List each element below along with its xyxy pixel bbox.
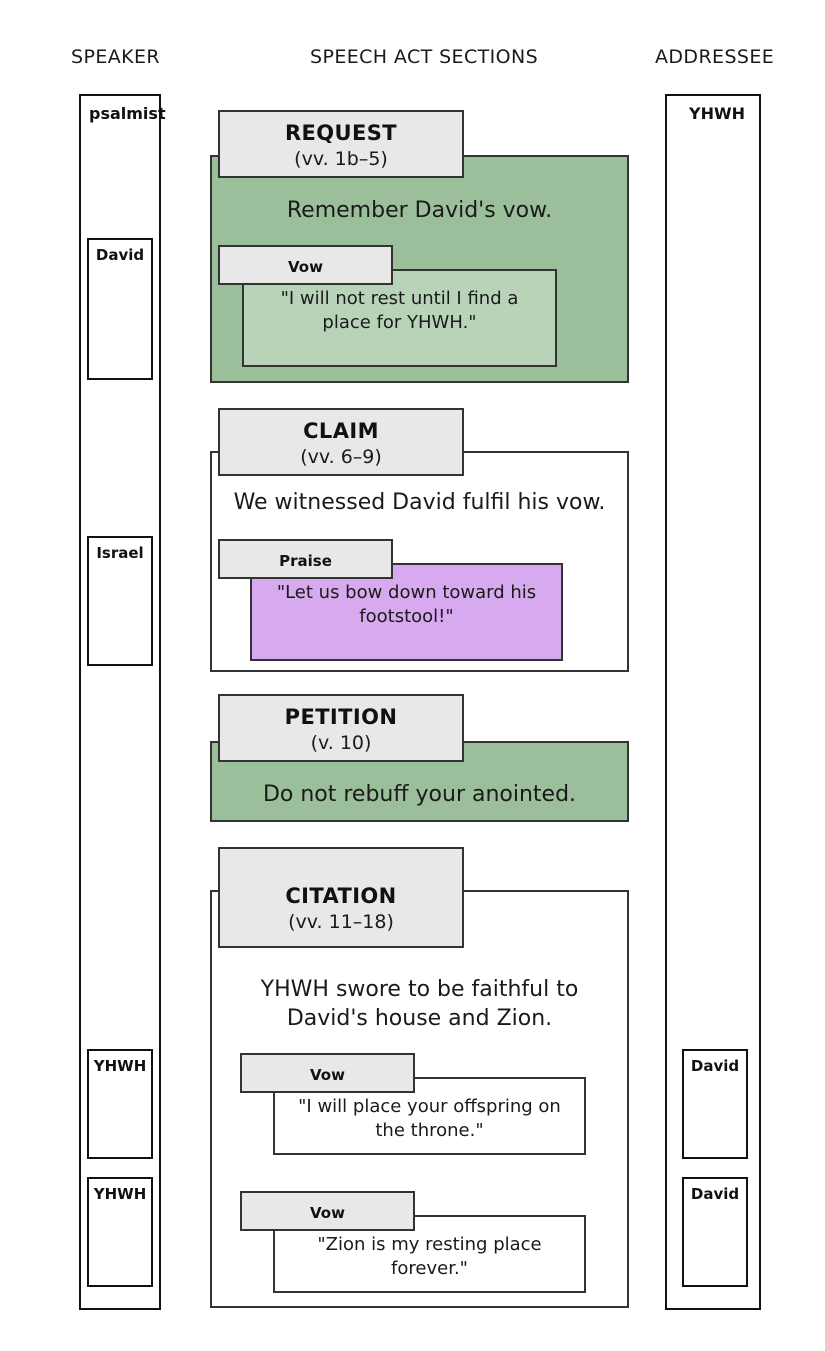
quote-label-vow-citation-2: Vow [240, 1191, 415, 1231]
section-petition-summary: Do not rebuff your anointed. [262, 782, 577, 807]
speaker-participant-david: David [87, 238, 153, 380]
section-claim-summary: We witnessed David fulfil his vow. [233, 490, 606, 515]
quote-body-vow-citation-2: "Zion is my resting place forever." [273, 1215, 586, 1293]
speaker-participant-label: Israel [96, 544, 144, 562]
section-claim-title: CLAIM [303, 419, 379, 443]
section-claim-label: CLAIM (vv. 6–9) [218, 408, 464, 476]
addressee-participant-david-1: David [682, 1049, 748, 1159]
section-citation-title: CITATION [285, 884, 397, 908]
section-citation-summary: YHWH swore to be faithful to David's hou… [260, 977, 579, 1032]
addressee-track-title: YHWH [689, 104, 746, 123]
section-request-verses: (vv. 1b–5) [294, 148, 388, 171]
speaker-participant-yhwh-1: YHWH [87, 1049, 153, 1159]
speaker-track: psalmist David Israel YHWH YHWH [79, 94, 166, 1310]
quote-body-vow-request: "I will not rest until I find a place fo… [242, 269, 557, 367]
addressee-column-header: ADDRESSEE [655, 46, 775, 68]
speaker-participant-label: YHWH [93, 1057, 147, 1075]
speaker-column-header: SPEAKER [71, 46, 160, 68]
quote-label-vow-citation-1: Vow [240, 1053, 415, 1093]
speaker-participant-israel: Israel [87, 536, 153, 666]
addressee-participant-label: David [690, 1185, 740, 1203]
speaker-participant-yhwh-2: YHWH [87, 1177, 153, 1287]
section-claim-verses: (vv. 6–9) [300, 446, 382, 469]
section-petition-title: PETITION [284, 705, 398, 729]
quote-label-praise-claim: Praise [218, 539, 393, 579]
section-request-title: REQUEST [284, 121, 397, 145]
speaker-participant-label: David [95, 246, 145, 264]
sections-column-header: SPEECH ACT SECTIONS [310, 46, 539, 68]
speaker-participant-label: YHWH [93, 1185, 147, 1203]
speaker-track-title: psalmist [89, 104, 166, 123]
quote-body-praise-claim: "Let us bow down toward his footstool!" [250, 563, 563, 661]
addressee-track: YHWH David David [665, 94, 761, 1310]
addressee-participant-label: David [690, 1057, 740, 1075]
section-citation-label: CITATION (vv. 11–18) [218, 847, 464, 948]
section-request-summary: Remember David's vow. [286, 198, 553, 223]
section-request-label: REQUEST (vv. 1b–5) [218, 110, 464, 178]
section-petition-label: PETITION (v. 10) [218, 694, 464, 762]
quote-label-vow-request: Vow [218, 245, 393, 285]
addressee-participant-david-2: David [682, 1177, 748, 1287]
section-petition-verses: (v. 10) [310, 732, 372, 755]
quote-body-vow-citation-1: "I will place your offspring on the thro… [273, 1077, 586, 1155]
section-citation-verses: (vv. 11–18) [288, 911, 394, 934]
